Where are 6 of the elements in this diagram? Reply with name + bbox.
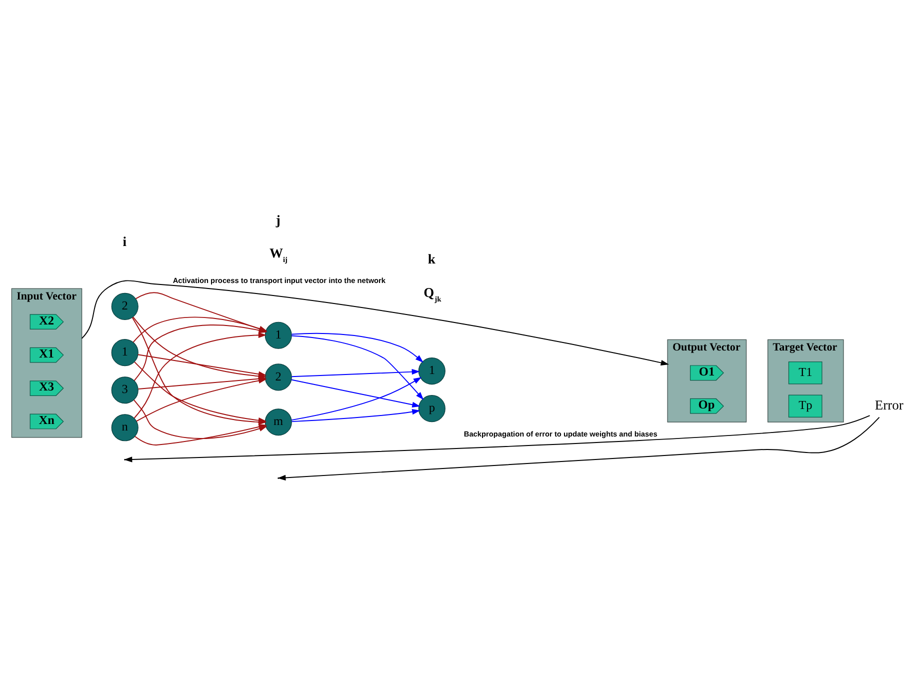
label: j bbox=[276, 212, 280, 227]
label: Q$_{jk}$ bbox=[424, 284, 442, 303]
node-text: Error bbox=[874, 397, 904, 412]
label: W$_{ij}$ bbox=[269, 245, 288, 264]
label: k bbox=[428, 251, 436, 266]
label: i bbox=[122, 233, 126, 248]
